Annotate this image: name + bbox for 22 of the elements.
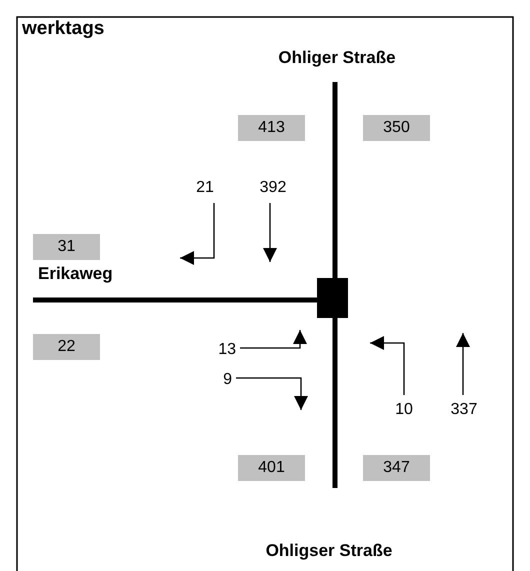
street-name: Ohliger Straße: [278, 48, 396, 68]
count-box: 31: [33, 234, 100, 260]
street-name: Erikaweg: [38, 264, 113, 284]
arrow: [240, 330, 307, 349]
count-box: 347: [363, 455, 430, 481]
count-label: 13: [218, 341, 236, 359]
count-label: 10: [395, 401, 413, 419]
street-name: Ohligser Straße: [266, 541, 392, 561]
arrow: [370, 336, 405, 395]
count-label: 337: [450, 401, 478, 419]
arrow: [236, 377, 308, 410]
count-box: 413: [238, 115, 305, 141]
count-label: 392: [260, 179, 286, 197]
arrow: [456, 333, 470, 395]
count-box: 350: [363, 115, 430, 141]
count-label: 9: [223, 371, 232, 389]
arrow: [180, 203, 215, 265]
count-box: 22: [33, 334, 100, 360]
arrow: [263, 203, 277, 262]
count-label: 21: [196, 179, 214, 197]
title: werktags: [22, 19, 104, 39]
count-box: 401: [238, 455, 305, 481]
